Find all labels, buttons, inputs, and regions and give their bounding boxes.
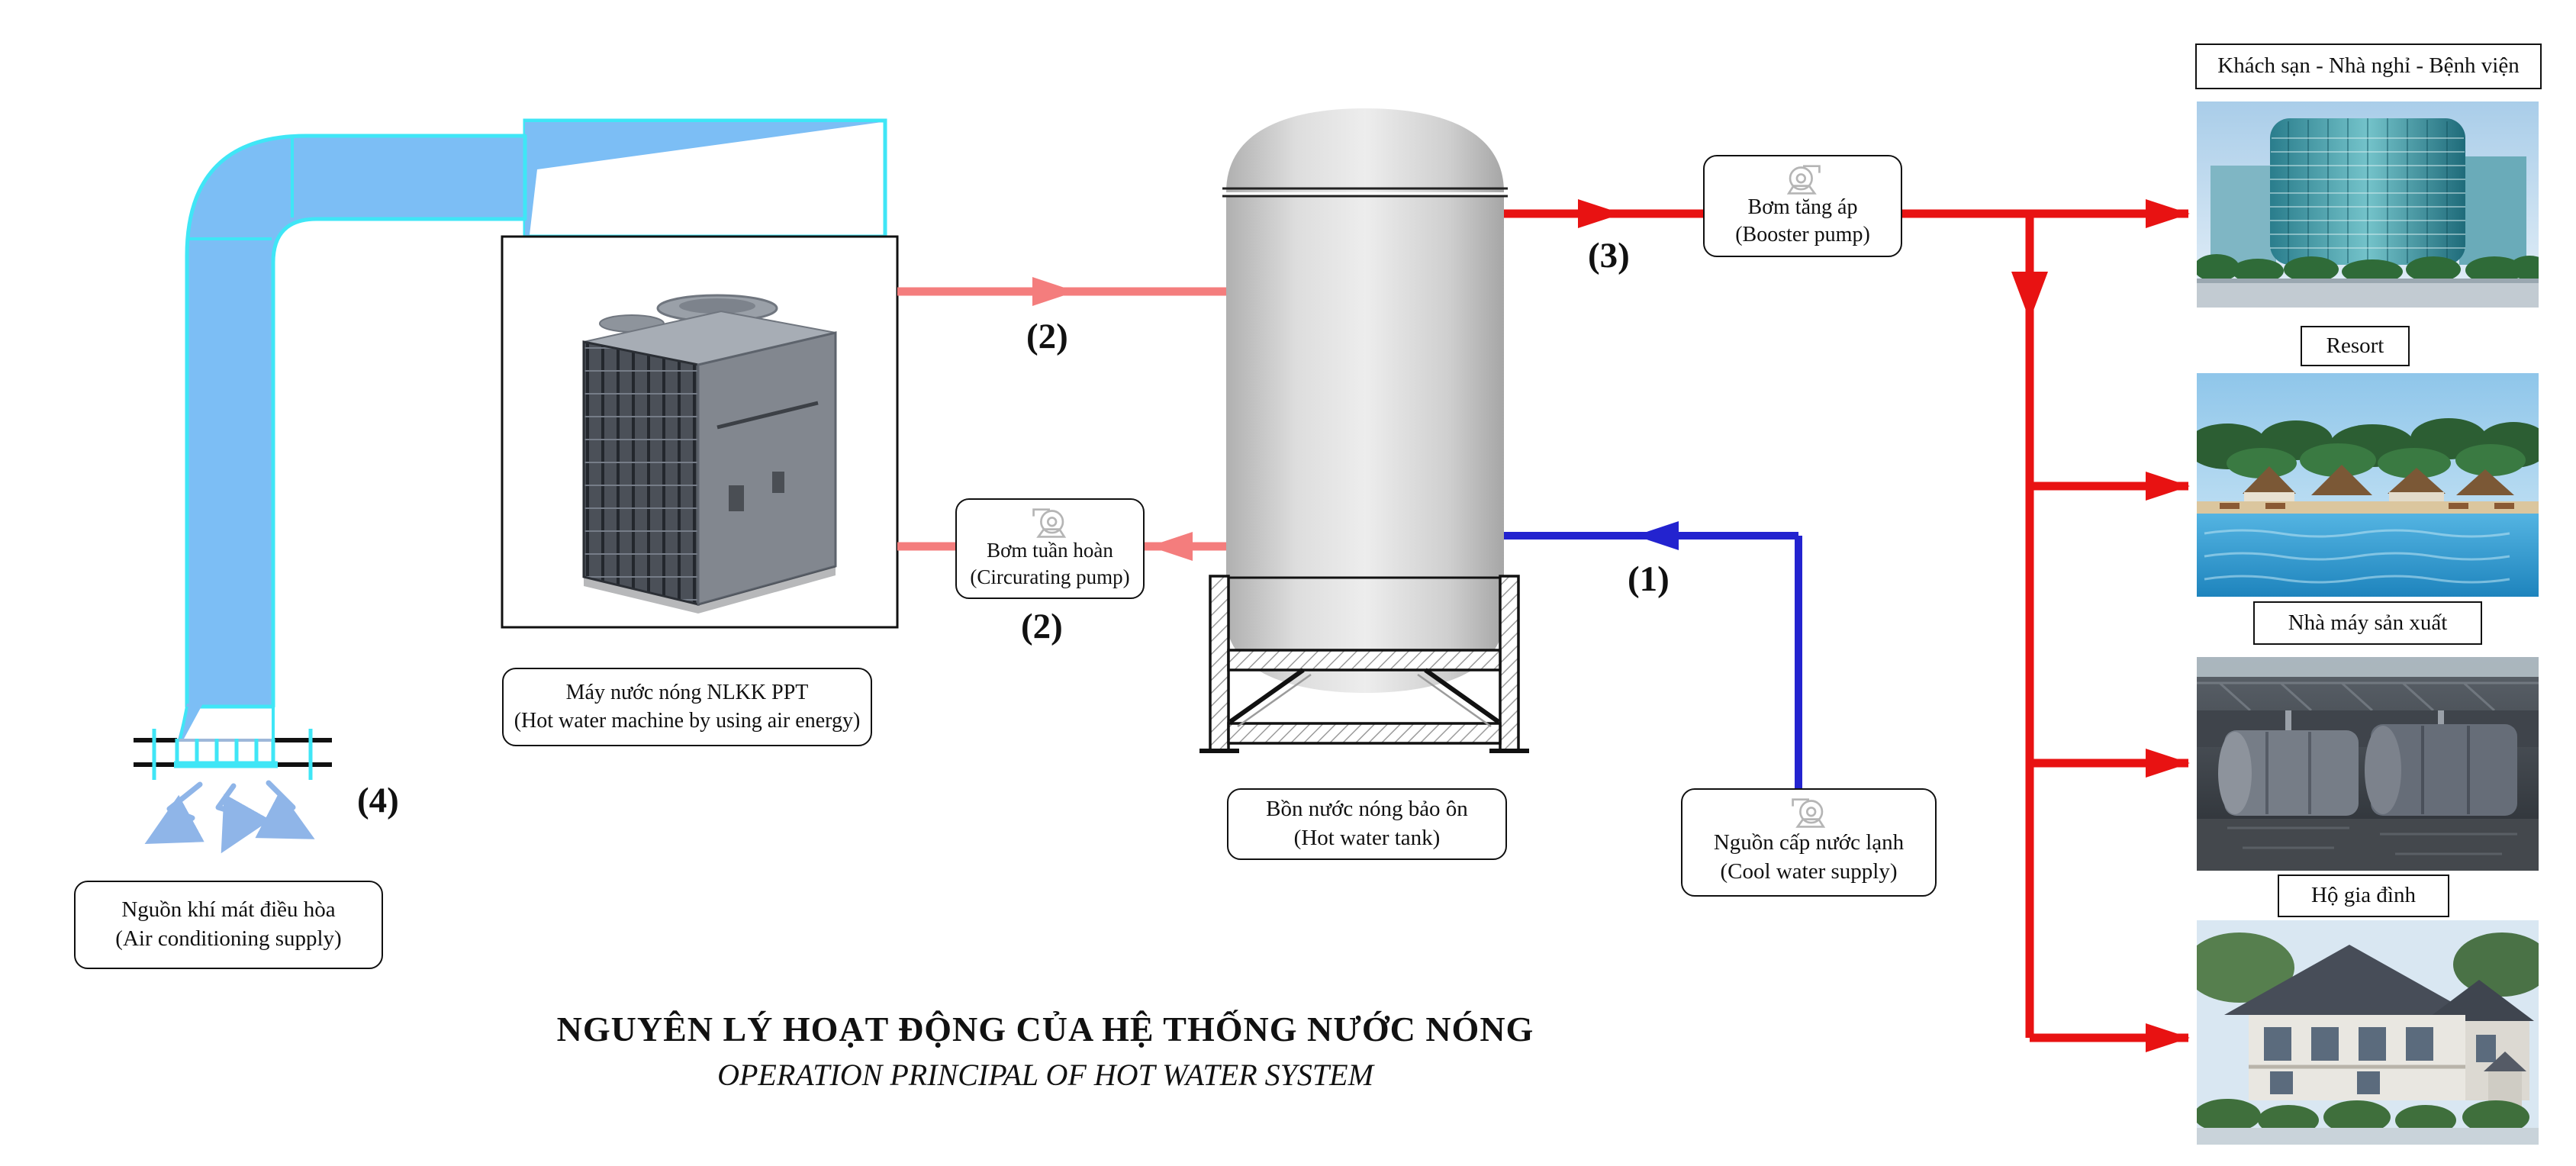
destination-label-text: Resort xyxy=(2326,333,2384,358)
circulating-pump-line2: (Circurating pump) xyxy=(970,565,1130,588)
hotel-photo xyxy=(2197,101,2539,308)
destination-label-text: Nhà máy sản xuất xyxy=(2288,610,2448,635)
pump-icon xyxy=(1025,501,1075,546)
pipe-recirculation xyxy=(897,532,1226,561)
flow-number-3: (3) xyxy=(1588,236,1630,275)
booster-pump-line1: Bơm tăng áp xyxy=(1747,195,1858,219)
air-supply-line2: (Air conditioning supply) xyxy=(115,926,342,951)
pump-icon xyxy=(1784,791,1834,838)
destination-label-household: Hộ gia đình xyxy=(2278,874,2449,917)
circulating-pump-box: Bơm tuần hoàn (Circurating pump) xyxy=(955,498,1145,599)
hot-water-tank xyxy=(1222,108,1508,693)
destination-label-factory: Nhà máy sản xuất xyxy=(2253,601,2482,645)
air-intake-hood xyxy=(523,118,887,239)
flow-number-1: (1) xyxy=(1628,559,1670,599)
tank-label-line1: Bồn nước nóng bảo ôn xyxy=(1266,797,1468,822)
flow-number-2-return: (2) xyxy=(1021,607,1063,646)
diagram-title: NGUYÊN LÝ HOẠT ĐỘNG CỦA HỆ THỐNG NƯỚC NÓ… xyxy=(556,1010,1534,1048)
circulating-pump-line1: Bơm tuần hoàn xyxy=(987,538,1113,562)
air-conditioning-supply-box: Nguồn khí mát điều hòa (Air conditioning… xyxy=(74,881,383,969)
tank-stand xyxy=(1199,575,1529,753)
diagram-title-block: NGUYÊN LÝ HOẠT ĐỘNG CỦA HỆ THỐNG NƯỚC NÓ… xyxy=(465,1009,1625,1093)
pipe-hot-distribution xyxy=(1504,199,2190,1052)
pipe-cold-supply xyxy=(1504,521,1802,788)
booster-pump-box: Bơm tăng áp (Booster pump) xyxy=(1703,155,1902,257)
pump-icon xyxy=(1778,158,1828,204)
destination-label-text: Hộ gia đình xyxy=(2311,883,2416,908)
tank-label-line2: (Hot water tank) xyxy=(1293,826,1441,850)
machine-label-line1: Máy nước nóng NLKK PPT xyxy=(565,681,809,705)
booster-pump-line2: (Booster pump) xyxy=(1735,223,1870,246)
air-diffuser xyxy=(134,729,332,780)
cool-water-line1: Nguồn cấp nước lạnh xyxy=(1713,830,1905,855)
hot-water-tank-label-box: Bồn nước nóng bảo ôn (Hot water tank) xyxy=(1227,788,1507,860)
machine-label-box: Máy nước nóng NLKK PPT (Hot water machin… xyxy=(502,668,872,746)
machine-label-line2: (Hot water machine by using air energy) xyxy=(514,708,861,733)
destination-label-hotel: Khách sạn - Nhà nghỉ - Bệnh viện xyxy=(2195,43,2542,89)
pipe-hot-supply xyxy=(897,277,1226,306)
air-supply-line1: Nguồn khí mát điều hòa xyxy=(121,897,336,923)
destination-label-text: Khách sạn - Nhà nghỉ - Bệnh viện xyxy=(2217,53,2520,79)
flow-number-4: (4) xyxy=(357,781,399,820)
destination-label-resort: Resort xyxy=(2301,326,2410,366)
household-photo xyxy=(2197,920,2539,1145)
factory-photo xyxy=(2197,657,2539,871)
heat-pump-unit xyxy=(582,294,837,614)
flow-number-2-supply: (2) xyxy=(1026,317,1068,356)
diagram-subtitle: OPERATION PRINCIPAL OF HOT WATER SYSTEM xyxy=(717,1058,1373,1092)
air-duct xyxy=(178,134,527,763)
cool-water-supply-box: Nguồn cấp nước lạnh (Cool water supply) xyxy=(1681,788,1937,897)
air-flow-arrows xyxy=(144,780,315,854)
resort-photo xyxy=(2197,373,2539,597)
cool-water-line2: (Cool water supply) xyxy=(1720,859,1898,884)
